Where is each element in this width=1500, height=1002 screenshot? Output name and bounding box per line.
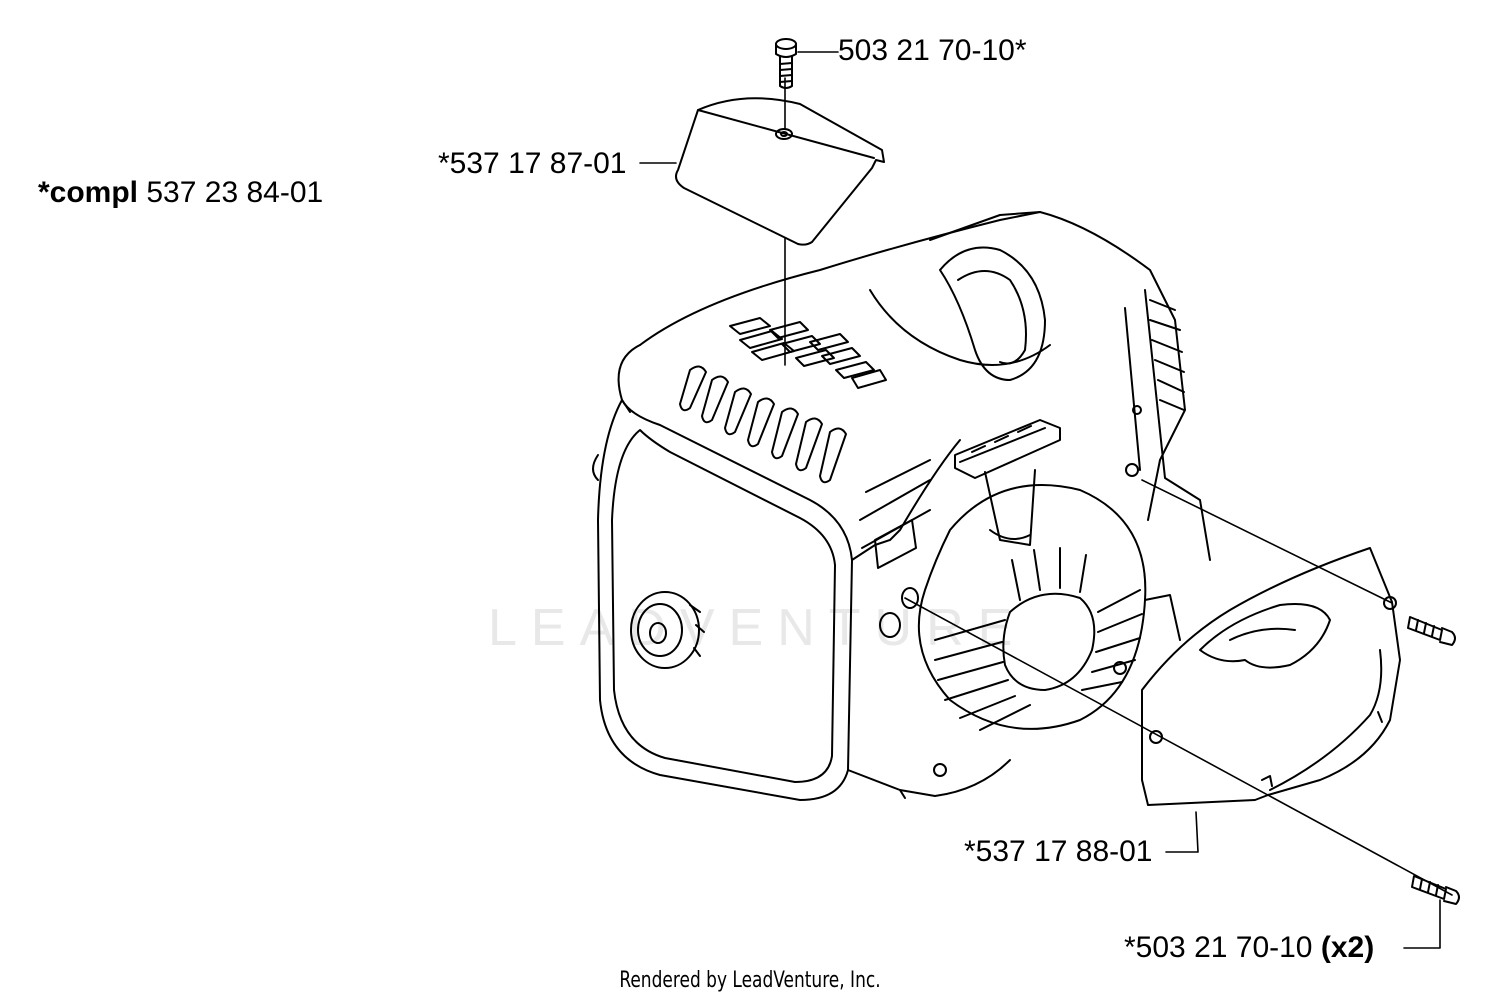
label-compl: *compl 537 23 84-01 <box>38 178 323 208</box>
starter-handle <box>954 419 1061 546</box>
starter-recoil <box>917 484 1181 731</box>
side-screw-lower <box>1411 875 1460 905</box>
filter-knob <box>630 591 705 669</box>
side-cover <box>1141 547 1401 806</box>
front-vent-slots <box>679 365 847 484</box>
label-top-cover: *537 17 87-01 <box>438 147 627 180</box>
footer-credit: Rendered by LeadVenture, Inc. <box>619 968 881 993</box>
top-vent-slots <box>729 317 887 389</box>
top-cover-plate <box>675 97 885 246</box>
top-screw <box>775 38 797 89</box>
side-screw-upper <box>1407 616 1456 646</box>
label-top-screw: 503 21 70-10* <box>838 34 1027 67</box>
label-side-cover: *537 17 88-01 <box>964 835 1153 868</box>
label-bottom-screws: *503 21 70-10 (x2) <box>1124 933 1374 963</box>
leader-lines <box>639 51 1453 949</box>
label-bottom-screws-qty: (x2) <box>1320 931 1375 964</box>
engine-housing <box>592 211 1211 801</box>
label-bottom-screws-number: *503 21 70-10 <box>1124 931 1313 964</box>
label-compl-prefix: *compl <box>38 176 139 209</box>
label-compl-number: 537 23 84-01 <box>146 176 324 209</box>
